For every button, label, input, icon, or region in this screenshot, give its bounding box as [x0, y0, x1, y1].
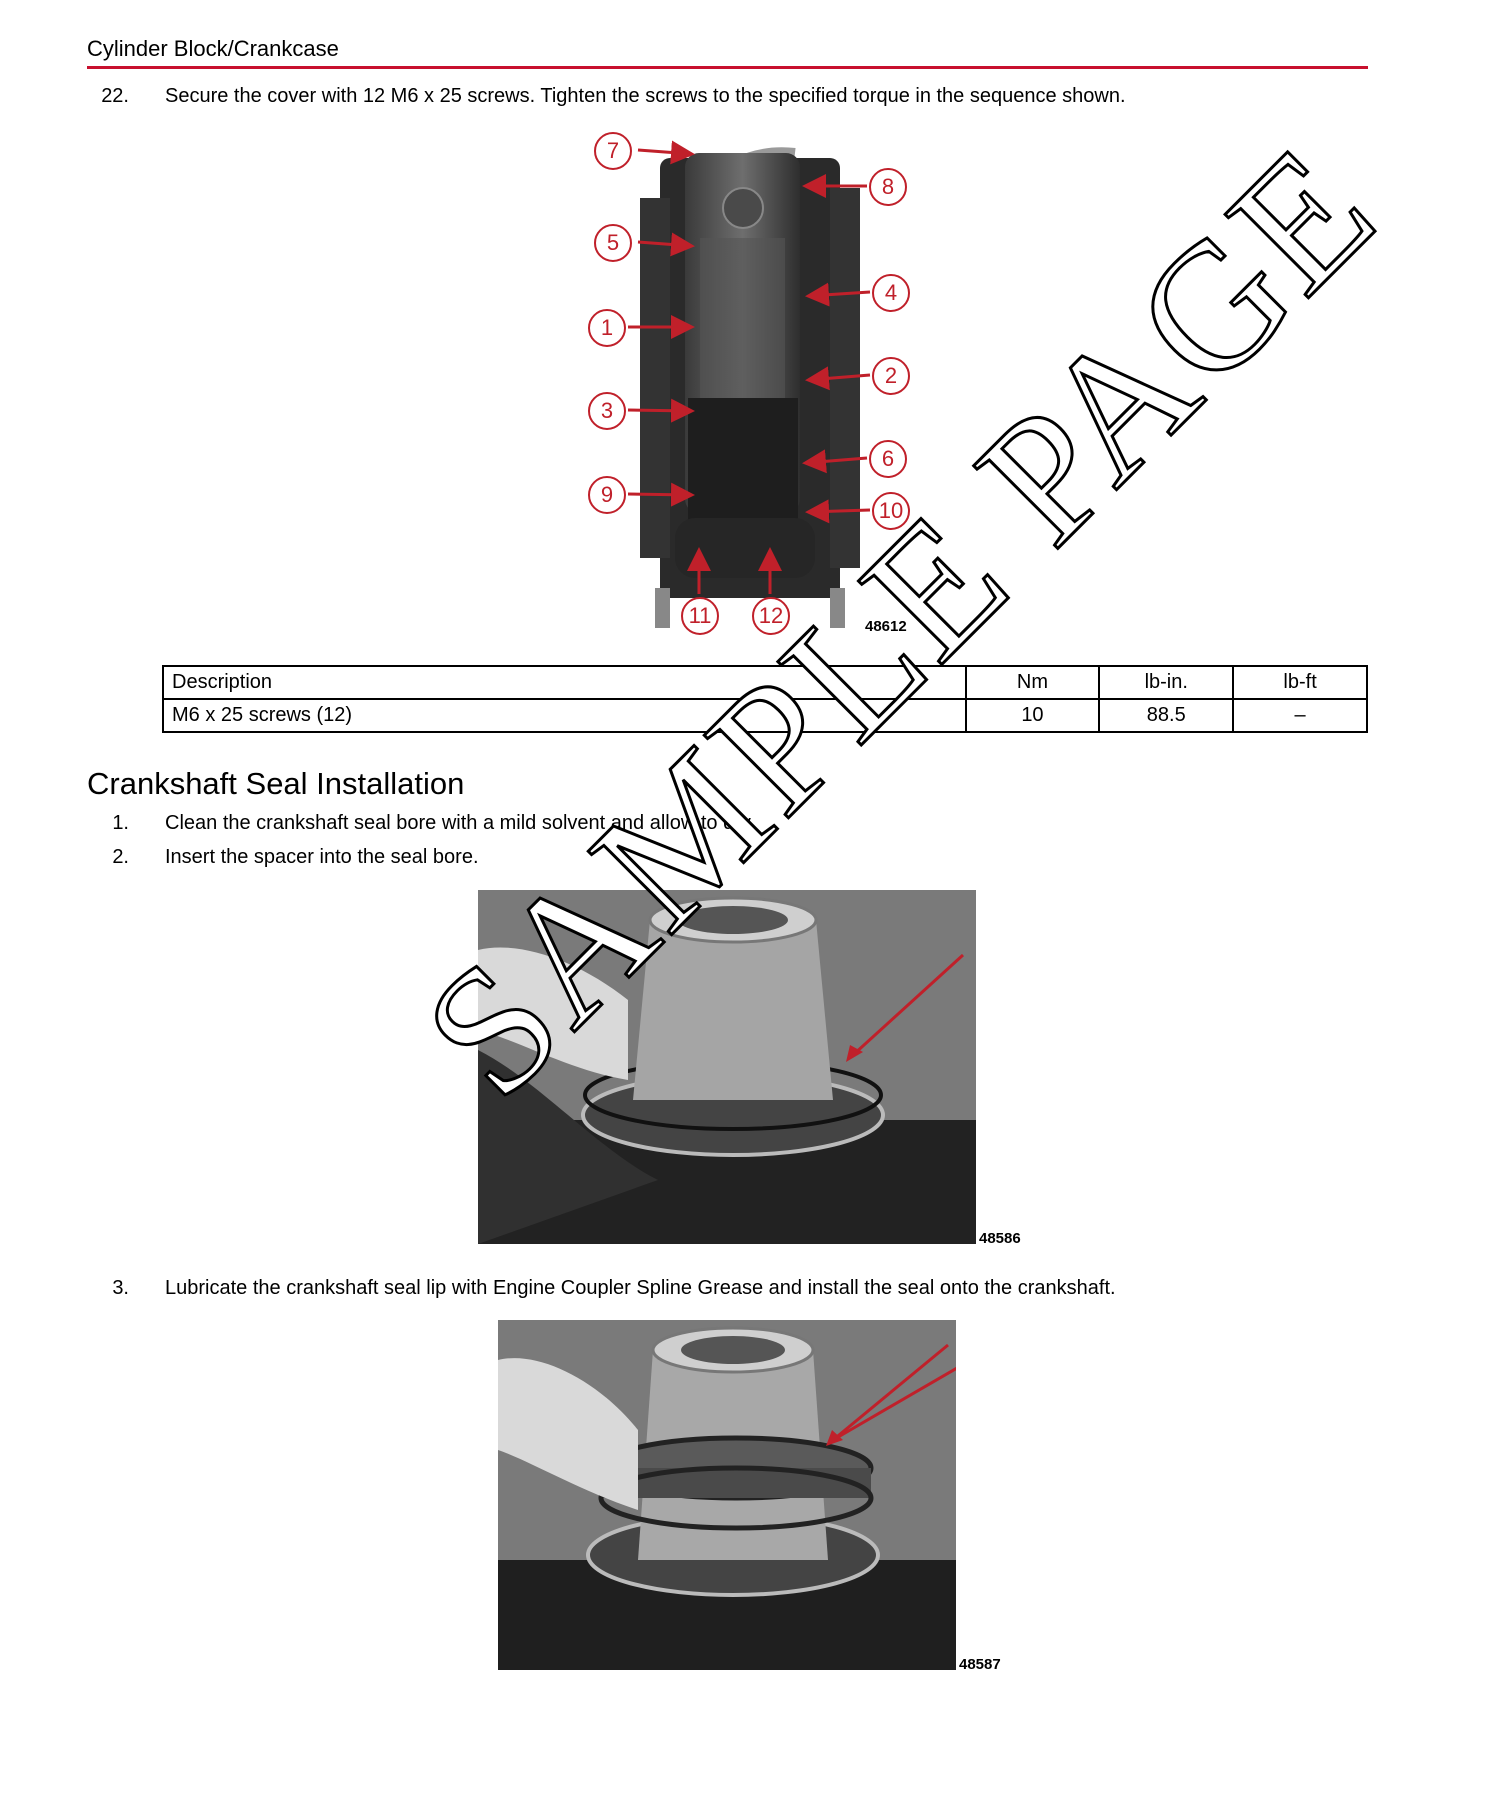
seal-install-photo: [498, 1320, 956, 1670]
step-1: 1. Clean the crankshaft seal bore with a…: [87, 812, 1387, 840]
callout-12: 12: [752, 597, 790, 635]
callout-8: 8: [869, 168, 907, 206]
table-row: M6 x 25 screws (12) 10 88.5 –: [162, 698, 1368, 733]
figure-id: 48586: [979, 1230, 1021, 1247]
table-header-row: Description Nm lb-in. lb-ft: [162, 665, 1368, 700]
callout-5: 5: [594, 224, 632, 262]
cell-nm: 10: [964, 698, 1101, 733]
callout-7: 7: [594, 132, 632, 170]
step-text: Clean the crankshaft seal bore with a mi…: [165, 812, 755, 834]
step-3: 3. Lubricate the crankshaft seal lip wit…: [87, 1277, 1387, 1305]
callout-1: 1: [588, 309, 626, 347]
cell-lb-in: 88.5: [1098, 698, 1235, 733]
spacer-photo: [478, 890, 976, 1244]
step-2: 2. Insert the spacer into the seal bore.: [87, 846, 1387, 874]
step-number: 3.: [112, 1277, 129, 1299]
torque-spec-table: Description Nm lb-in. lb-ft M6 x 25 scre…: [162, 665, 1368, 733]
step-number: 2.: [112, 846, 129, 868]
step-text: Lubricate the crankshaft seal lip with E…: [165, 1277, 1116, 1299]
cell-lb-ft: –: [1232, 698, 1368, 733]
figure-id: 48587: [959, 1656, 1001, 1673]
header-lb-in: lb-in.: [1098, 665, 1235, 700]
callout-10: 10: [872, 492, 910, 530]
step-text: Secure the cover with 12 M6 x 25 screws.…: [165, 85, 1126, 107]
torque-sequence-figure: 7 8 5 4 1 2 3 6 9 10 11 12 48612: [580, 128, 920, 648]
header-rule: [87, 66, 1368, 69]
callout-3: 3: [588, 392, 626, 430]
step-number: 1.: [112, 812, 129, 834]
header-description: Description: [162, 665, 967, 700]
step-number: 22.: [101, 85, 129, 107]
callout-11: 11: [681, 597, 719, 635]
engine-cover-illustration: [627, 140, 871, 628]
step-text: Insert the spacer into the seal bore.: [165, 846, 479, 868]
callout-2: 2: [872, 357, 910, 395]
figure-id: 48612: [865, 618, 907, 635]
cell-description: M6 x 25 screws (12): [162, 698, 967, 733]
section-heading: Crankshaft Seal Installation: [87, 766, 465, 801]
header-lb-ft: lb-ft: [1232, 665, 1368, 700]
callout-9: 9: [588, 476, 626, 514]
step-22: 22. Secure the cover with 12 M6 x 25 scr…: [87, 85, 1387, 113]
callout-6: 6: [869, 440, 907, 478]
section-title: Cylinder Block/Crankcase: [87, 36, 339, 61]
callout-4: 4: [872, 274, 910, 312]
header-nm: Nm: [964, 665, 1101, 700]
